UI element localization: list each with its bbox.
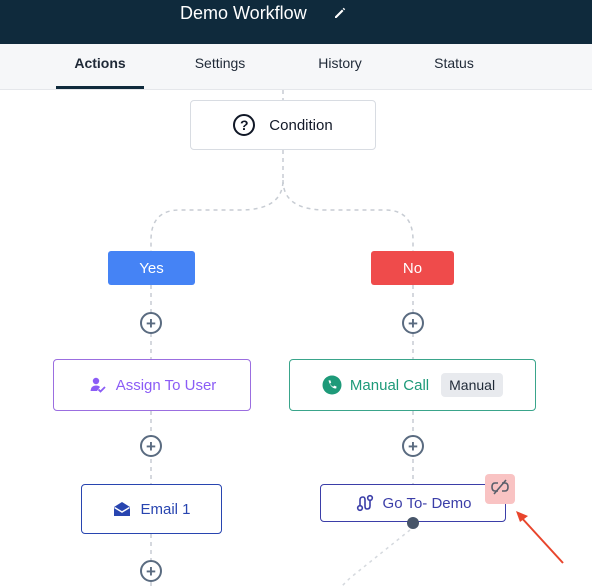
connector-line	[150, 150, 284, 251]
plus-circle-icon: +	[408, 436, 418, 456]
route-icon	[355, 493, 375, 513]
plus-circle-icon: +	[146, 436, 156, 456]
no-branch-label[interactable]: No	[371, 251, 454, 285]
app-header: Demo Workflow	[0, 0, 592, 44]
yes-branch-label[interactable]: Yes	[108, 251, 195, 285]
unlink-button[interactable]	[485, 474, 515, 504]
tab-history[interactable]: History	[318, 55, 362, 71]
manual-call-node[interactable]: Manual Call Manual	[289, 359, 536, 411]
active-tab-indicator	[56, 86, 144, 89]
workflow-title: Demo Workflow	[180, 3, 307, 23]
tab-bar: Actions Settings History Status	[0, 44, 592, 90]
tab-actions[interactable]: Actions	[74, 55, 126, 71]
plus-circle-icon: +	[146, 313, 156, 333]
goto-label: Go To- Demo	[382, 494, 472, 512]
add-step-button[interactable]: +	[402, 312, 424, 334]
condition-node[interactable]: ? Condition	[190, 100, 376, 150]
question-circle-icon: ?	[233, 114, 256, 136]
assign-user-icon	[88, 375, 108, 395]
manual-call-label: Manual Call	[349, 376, 430, 394]
tab-settings[interactable]: Settings	[194, 55, 246, 71]
assign-to-user-node[interactable]: Assign To User	[53, 359, 251, 411]
goto-link-line	[339, 529, 411, 588]
envelope-icon	[112, 499, 132, 519]
add-step-button[interactable]: +	[140, 435, 162, 457]
plus-circle-icon: +	[146, 561, 156, 581]
add-step-button[interactable]: +	[402, 435, 424, 457]
phone-icon	[322, 375, 342, 395]
tab-status[interactable]: Status	[434, 55, 474, 71]
plus-circle-icon: +	[408, 313, 418, 333]
add-step-button[interactable]: +	[140, 560, 162, 582]
email-node[interactable]: Email 1	[81, 484, 222, 534]
goto-node[interactable]: Go To- Demo	[320, 484, 506, 522]
unlink-icon	[490, 478, 510, 501]
connector-line	[282, 179, 414, 251]
assign-to-user-label: Assign To User	[115, 376, 217, 394]
pencil-icon[interactable]	[332, 5, 348, 21]
arrow-annotation	[516, 511, 564, 564]
connection-handle[interactable]	[407, 517, 419, 529]
email-label: Email 1	[140, 500, 191, 518]
add-step-button[interactable]: +	[140, 312, 162, 334]
manual-badge: Manual	[441, 373, 504, 397]
condition-label: Condition	[269, 116, 333, 134]
